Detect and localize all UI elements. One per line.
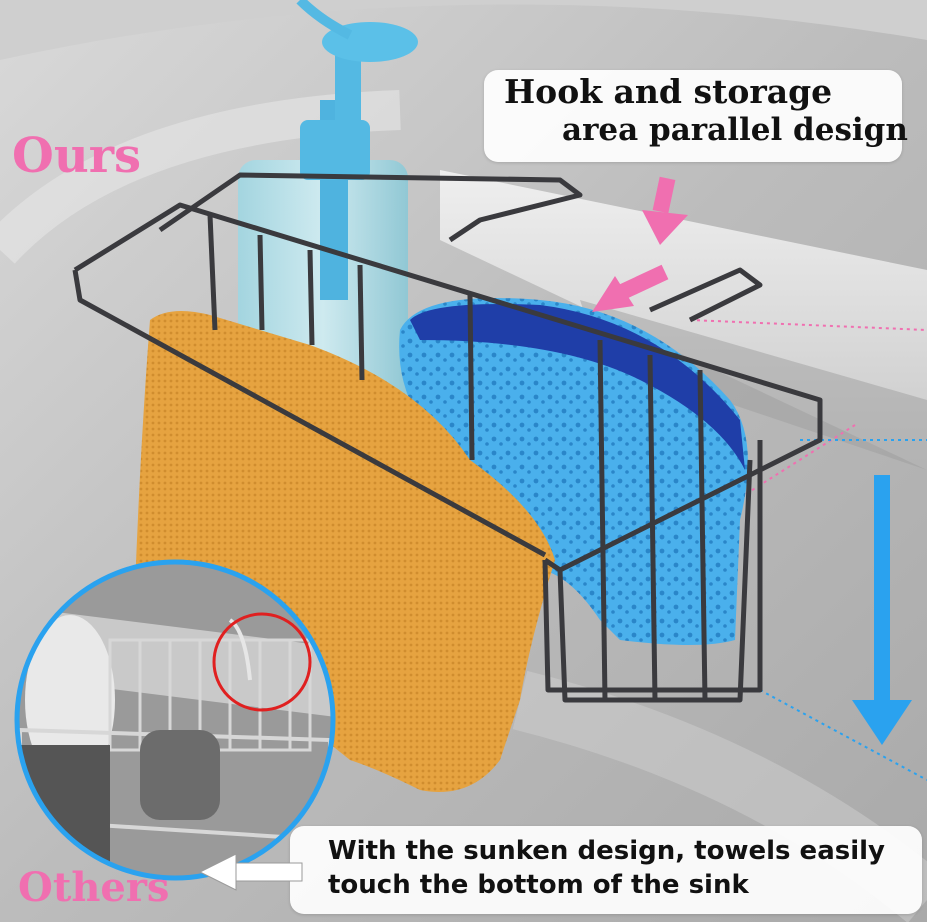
others-label: Others bbox=[18, 864, 170, 911]
blue-down-arrow-icon bbox=[852, 475, 912, 745]
top-callout-line2: area parallel design bbox=[562, 112, 908, 148]
left-arrow-icon bbox=[198, 853, 303, 891]
bottom-callout-line2: touch the bottom of the sink bbox=[328, 870, 749, 900]
bottom-callout bbox=[290, 826, 922, 914]
wire-basket bbox=[72, 172, 823, 703]
top-callout-line1: Hook and storage bbox=[504, 72, 833, 111]
top-callout bbox=[484, 70, 902, 162]
highlight-circle bbox=[212, 612, 312, 712]
ours-label: Ours bbox=[12, 128, 142, 184]
pink-diagonal-arrow-icon bbox=[592, 264, 669, 312]
pink-down-arrow-icon bbox=[642, 176, 688, 245]
towel bbox=[135, 311, 555, 792]
bottom-callout-line1: With the sunken design, towels easily bbox=[328, 836, 885, 866]
